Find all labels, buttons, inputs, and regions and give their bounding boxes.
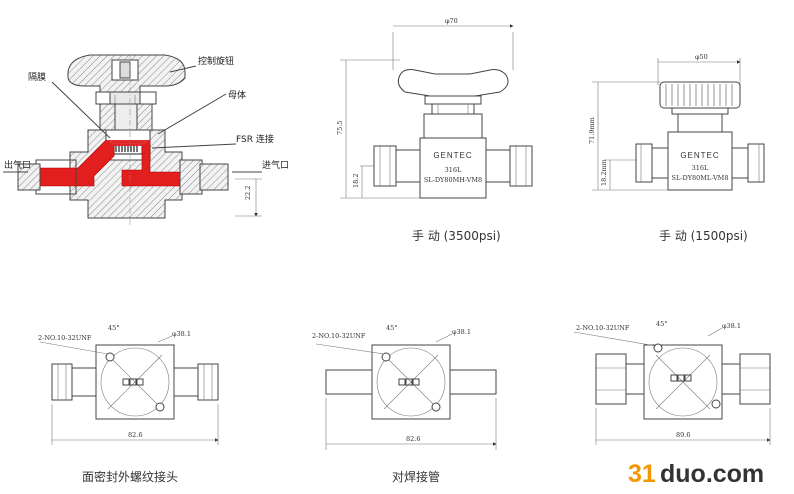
label-handle: 控制旋钮 xyxy=(198,55,234,67)
watermark: 31 duo.com xyxy=(628,460,764,488)
angle-label-3: 45° xyxy=(656,320,668,328)
label-fsr: FSR 连接 xyxy=(236,133,274,145)
low-dim-1500: 18.2mm xyxy=(600,159,608,186)
height-dim-1500: 71.9mm xyxy=(588,117,596,144)
width-dim-1: 82.6 xyxy=(128,431,142,439)
angle-label-2: 45° xyxy=(386,324,398,332)
height-dim-22: 22.2 xyxy=(244,186,252,200)
dia-label-1: φ38.1 xyxy=(172,330,191,338)
watermark-text: duo.com xyxy=(660,460,764,488)
bottom-view-1: 2-NO.10-32UNF 45° φ38.1 82.6 面密封外螺纹接头 xyxy=(38,324,219,484)
flow-path xyxy=(37,139,115,187)
caption-bottom-2: 对焊接管 xyxy=(392,469,440,484)
material-1500: 316L xyxy=(692,164,709,172)
label-inlet: 进气口 xyxy=(262,159,289,171)
material-3500: 316L xyxy=(445,166,462,174)
bottom-view-3: 2-NO.10-32UNF 45° φ38.1 89.6 xyxy=(573,320,771,445)
angle-label-1: 45° xyxy=(108,324,120,332)
top-dim-3500: φ70 xyxy=(445,17,458,25)
label-body: 母体 xyxy=(228,89,246,101)
caption-bottom-1: 面密封外螺纹接头 xyxy=(82,469,178,484)
model-1500: SL-DY80ML-VM8 xyxy=(672,174,729,182)
dia-label-2: φ38.1 xyxy=(452,328,471,336)
dia-label-3: φ38.1 xyxy=(722,322,741,330)
brand-1500: GENTEC xyxy=(680,151,719,160)
low-dim-3500: 18.2 xyxy=(352,174,360,188)
caption-1500: 手 动 (1500psi) xyxy=(659,229,748,243)
front-view-1500: φ50 GENTEC 316L SL-DY80ML-VM8 71.9mm 1 xyxy=(588,53,765,243)
section-view: 22.2 隔膜 控制旋钮 母体 FSR 连接 出气口 进气口 xyxy=(3,54,289,225)
label-outlet: 出气口 xyxy=(4,159,31,171)
top-dim-1500: φ50 xyxy=(695,53,708,61)
bottom-view-2: 2-NO.10-32UNF 45° φ38.1 82.6 对焊接管 xyxy=(312,324,497,484)
width-dim-3: 89.6 xyxy=(676,431,690,439)
watermark-number: 31 xyxy=(628,460,656,488)
brand-3500: GENTEC xyxy=(433,151,472,160)
hole-label-3: 2-NO.10-32UNF xyxy=(576,324,630,332)
hole-label-2: 2-NO.10-32UNF xyxy=(312,332,366,340)
label-diaphragm: 隔膜 xyxy=(28,72,46,83)
caption-3500: 手 动 (3500psi) xyxy=(412,229,501,243)
handle-3500 xyxy=(397,69,509,97)
width-dim-2: 82.6 xyxy=(406,435,420,443)
model-3500: SL-DY80MH-VM8 xyxy=(424,176,482,184)
front-view-3500: φ70 GENTEC 316L SL-DY80MH-VM8 75.5 18.2 … xyxy=(336,17,533,243)
height-dim-3500: 75.5 xyxy=(336,121,344,135)
hole-label-1: 2-NO.10-32UNF xyxy=(38,334,92,342)
